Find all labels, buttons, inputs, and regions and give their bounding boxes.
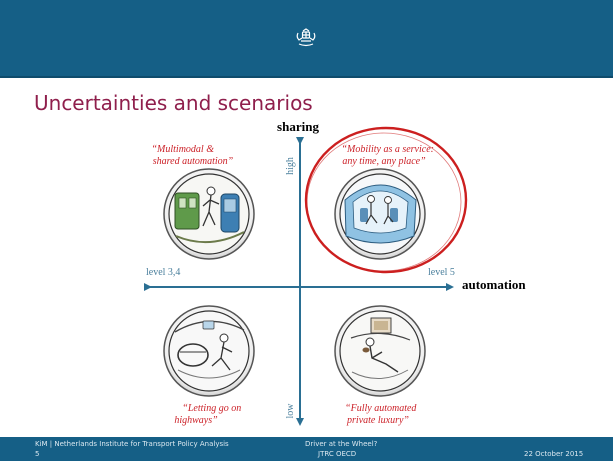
footer-event: JTRC OECD xyxy=(318,450,357,458)
highway-driving-image xyxy=(163,305,255,397)
level-3-4-label: level 3,4 xyxy=(146,267,180,278)
footer-date: 22 October 2015 xyxy=(524,450,584,458)
shared-automation-image xyxy=(163,168,255,260)
quote-top-right: “Mobility as a service: any time, any pl… xyxy=(342,144,437,167)
mobility-service-image xyxy=(334,168,426,260)
crest-icon xyxy=(296,28,316,47)
highlight-circle xyxy=(304,126,468,274)
level-5-label: level 5 xyxy=(428,267,455,278)
private-luxury-image xyxy=(334,305,426,397)
low-label: low xyxy=(285,403,296,419)
footer-organization: KiM | Netherlands Institute for Transpor… xyxy=(35,440,229,448)
quote-top-left: “Multimodal & shared automation” xyxy=(151,144,233,167)
header-bar xyxy=(0,0,613,76)
quote-bottom-left: “Letting go on highways” xyxy=(174,403,243,426)
high-label: high xyxy=(285,157,296,175)
footer-page-number: 5 xyxy=(35,450,40,458)
quote-bottom-right: “Fully automated private luxury” xyxy=(345,403,419,426)
automation-axis-label: automation xyxy=(462,277,526,292)
footer-bar: KiM | Netherlands Institute for Transpor… xyxy=(0,437,613,461)
slide-title: Uncertainties and scenarios xyxy=(34,91,313,115)
footer-talk-title: Driver at the Wheel? xyxy=(305,440,378,448)
sharing-axis-label: sharing xyxy=(277,119,319,134)
header-divider xyxy=(0,76,613,78)
scenario-diagram: sharing automation high low level 3,4 le… xyxy=(144,119,526,426)
